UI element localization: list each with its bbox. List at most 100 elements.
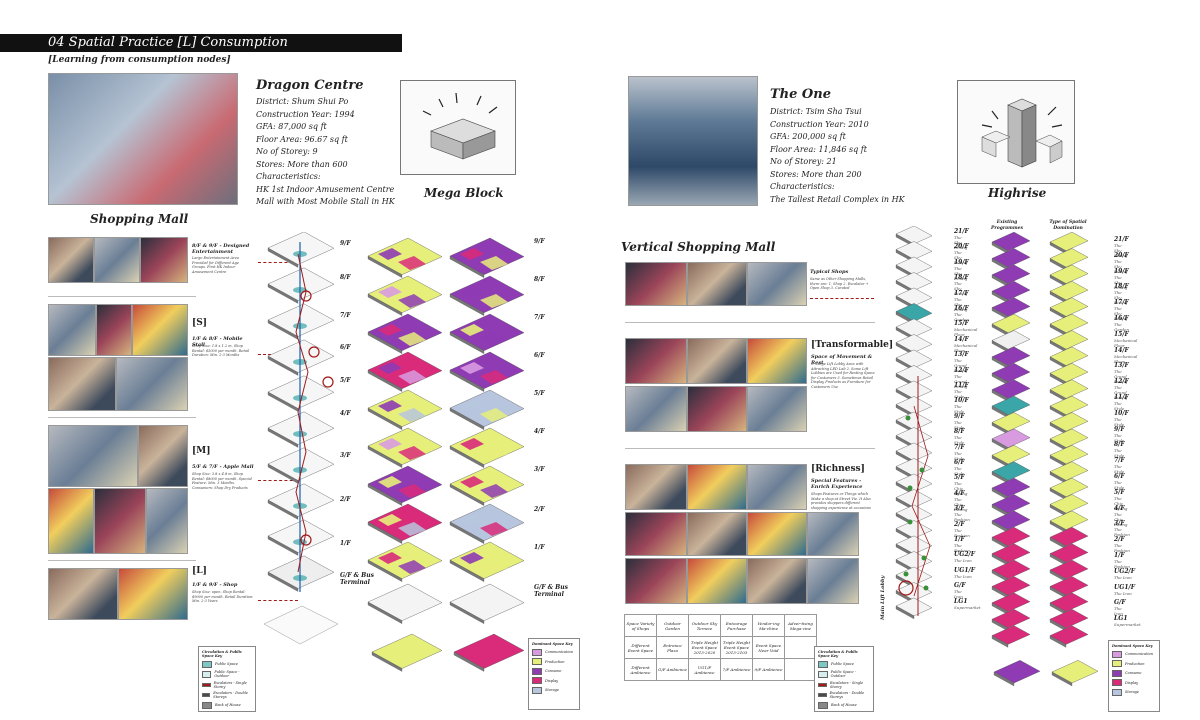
- dragon-centre-circulation-stack: [263, 232, 339, 645]
- floor-number: UG1/F: [1114, 583, 1135, 591]
- programme-zone: [460, 476, 484, 488]
- transformable-photo-5: [687, 386, 747, 432]
- escalator-route: [911, 405, 931, 597]
- escalator-route: [295, 253, 309, 573]
- programme-zone: [378, 400, 402, 412]
- programme-zone: [460, 362, 484, 374]
- transformable-photo-1: [625, 338, 687, 384]
- page-subtitle: [Learning from consumption nodes]: [48, 55, 231, 65]
- section-shop-text: Shop Size: open. Shop Rental: $9000 per …: [192, 590, 254, 603]
- floor-number: 14/F: [954, 335, 969, 343]
- floor-programme: The Icon: [954, 573, 972, 579]
- typical-shops-title: Typical Shops: [810, 269, 849, 275]
- the-one-circulation-stack: [895, 226, 933, 620]
- programme-zone: [480, 484, 508, 498]
- scale-s-label: [S]: [192, 318, 208, 328]
- floor-programme: The Style: [954, 466, 965, 476]
- floor-programme: The Fashion: [954, 512, 970, 523]
- floor-number: 10/F: [954, 397, 969, 405]
- programme-zone: [398, 370, 426, 384]
- programme-zone: [398, 484, 426, 498]
- shop-photo-1: [48, 568, 118, 620]
- floor-programme: The Sky Dining: [1114, 274, 1128, 290]
- floor-number: 7/F: [954, 443, 965, 451]
- apple-mall-photo-1: [48, 425, 138, 487]
- programme-slab: [449, 541, 525, 579]
- floor-programme: The Style: [954, 419, 965, 430]
- entertainment-photo-3: [140, 237, 188, 283]
- shopping-mall-label: Shopping Mall: [90, 212, 189, 226]
- floor-number: 2/F: [1114, 536, 1125, 544]
- mega-block-icon: [422, 92, 498, 160]
- divider: [48, 296, 196, 297]
- floor-programme: The Sky Dining: [1114, 306, 1128, 322]
- floor-programme: The Garden: [954, 312, 969, 322]
- connector-line: [258, 262, 298, 263]
- floor-number: UG2/F: [1114, 567, 1135, 575]
- floor-programme: The Icon: [1114, 574, 1132, 580]
- programme-slab-edge: [449, 445, 485, 468]
- transformable-label: [Transformable]: [811, 340, 894, 350]
- floor-programme: Supermarket: [1114, 622, 1141, 628]
- floor-programme: The Style: [1114, 401, 1125, 411]
- floor-programme: The Chic Dining: [1114, 495, 1128, 511]
- floor-programme: The Style: [954, 435, 965, 446]
- richness-photo-10: [747, 558, 807, 604]
- divider: [625, 322, 875, 323]
- scale-l-label: [L]: [192, 566, 207, 576]
- programme-zone: [398, 294, 426, 308]
- floor-programme: The Grand Dining: [1114, 385, 1128, 401]
- right-building-name: The One: [770, 87, 831, 102]
- programme-zone: [398, 522, 426, 536]
- floor-programme: The Grand Dining: [1114, 369, 1128, 385]
- mobile-stall-photo-4: [48, 357, 116, 411]
- floor-number: 5/F: [1114, 488, 1125, 496]
- floor-number: 13/F: [1114, 362, 1129, 370]
- floor-programme: The Style: [1114, 432, 1125, 443]
- programme-zone: [398, 408, 426, 422]
- floor-programme: Mechanical Floor: [1114, 337, 1138, 348]
- transformable-text: 1. Large Lift Lobby Area with Attracting…: [811, 362, 875, 389]
- floor-number: 8/F: [1114, 441, 1125, 449]
- programme-zone: [480, 560, 508, 574]
- floor-number: 10/F: [1114, 409, 1129, 417]
- existing-programme-slab-edge: [991, 635, 1009, 648]
- programme-slab: [449, 465, 525, 503]
- floor-programme: Mechanical Floor: [1114, 353, 1138, 364]
- programme-zone: [480, 370, 508, 384]
- massing-block: [453, 633, 525, 669]
- richness-photo-5: [687, 512, 747, 556]
- richness-title: Special Features - Enrich Experience: [811, 478, 863, 490]
- connector-line: [258, 480, 298, 481]
- richness-photo-1: [625, 464, 687, 510]
- floor-number: 14/F: [1114, 346, 1129, 354]
- programme-zone: [460, 438, 484, 450]
- right-dominant-legend: Dominant Space Key Communication Product…: [1108, 640, 1160, 712]
- floor-number: 6/F: [954, 459, 965, 466]
- floor-programme: The Style: [1114, 416, 1125, 427]
- ground-slab-edge: [367, 601, 403, 624]
- programme-slab-edge: [449, 293, 485, 316]
